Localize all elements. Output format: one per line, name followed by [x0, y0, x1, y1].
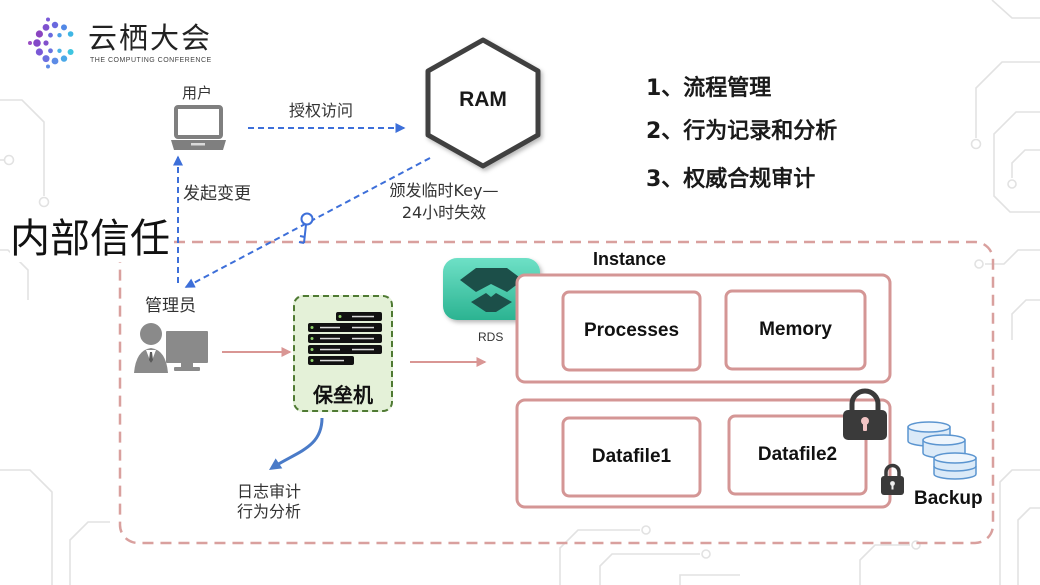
initiate-change-label: 发起变更: [183, 184, 251, 204]
datafile1-label: Datafile1: [591, 446, 672, 467]
temp-key-arrow: [184, 157, 431, 288]
small-lock-icon: [881, 463, 904, 495]
user-label: 用户: [182, 84, 213, 102]
grant-access-label: 授权访问: [289, 101, 354, 120]
dotted-circle-logo-icon: [28, 17, 74, 69]
temp-key-label: 颁发临时Key— 24小时失效: [374, 180, 514, 224]
logo-tagline: THE COMPUTING CONFERENCE: [90, 57, 212, 64]
processes-label: Processes: [583, 320, 680, 341]
memory-box: [724, 289, 867, 371]
internal-trust-zone-border: [118, 240, 995, 545]
admin-label: 管理员: [145, 296, 196, 316]
audit-label: 日志审计 行为分析: [229, 482, 309, 522]
ram-label: RAM: [459, 88, 507, 111]
ram-hexagon: [425, 37, 541, 169]
feature-item: 1、流程管理: [646, 76, 772, 101]
audit-arrow: [269, 417, 324, 470]
feature-item: 2、行为记录和分析: [646, 119, 838, 144]
server-rack-icon: [308, 312, 382, 365]
memory-label: Memory: [759, 319, 832, 340]
internal-trust-label: 内部信任: [10, 216, 173, 262]
datafile2-box: [727, 414, 868, 496]
admin-at-computer-icon: [134, 323, 208, 373]
temp-key-line: 颁发临时Key—: [389, 181, 499, 200]
lock-icon: [843, 388, 887, 440]
laptop-icon: [171, 105, 226, 150]
temp-key-line: 24小时失效: [401, 203, 487, 222]
audit-line: 日志审计: [236, 482, 301, 501]
datafile1-box: [561, 416, 702, 498]
key-icon: [298, 212, 314, 244]
instance-title: Instance: [593, 249, 667, 269]
disk-stack-icon: [907, 421, 977, 480]
bastion-label: 保垒机: [313, 383, 373, 407]
processes-box: [561, 290, 702, 372]
bastion-host: 保垒机: [293, 295, 393, 412]
feature-item: 3、权威合规审计: [646, 167, 816, 192]
audit-line: 行为分析: [236, 502, 301, 521]
logo-title: 云栖大会: [88, 21, 213, 55]
datafile2-label: Datafile2: [757, 444, 838, 465]
backup-label: Backup: [914, 488, 983, 509]
rds-label: RDS: [478, 330, 504, 344]
